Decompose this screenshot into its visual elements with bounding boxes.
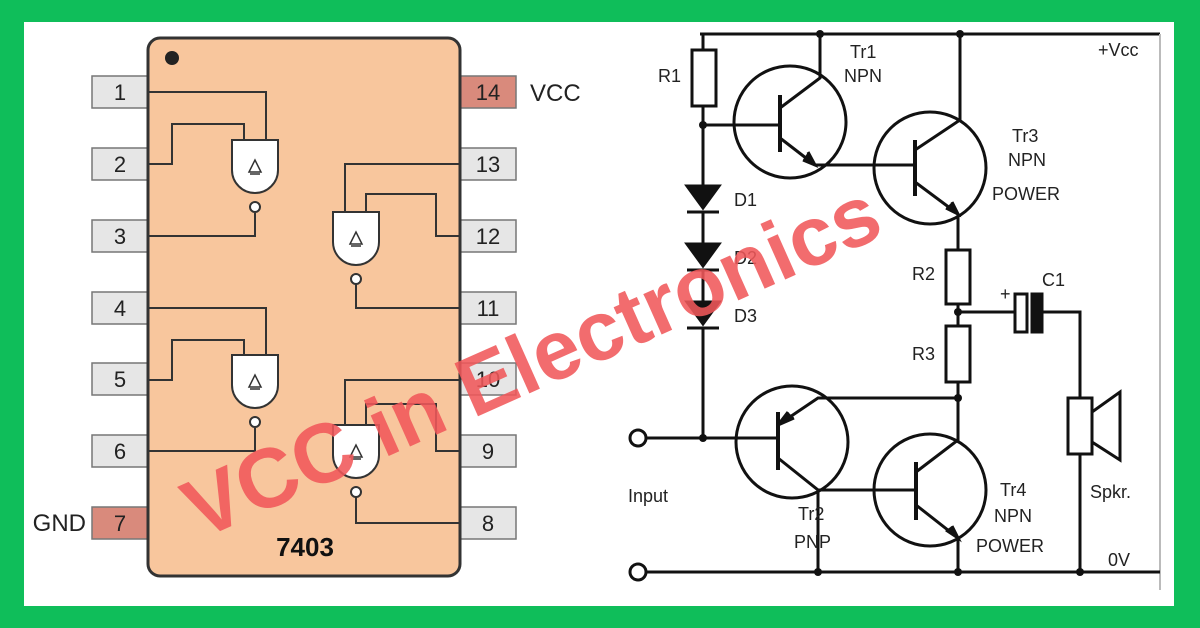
pin-3: 3 — [91, 219, 149, 253]
svg-text:2: 2 — [114, 152, 126, 177]
d3-label: D3 — [734, 306, 757, 326]
nand-gate-4 — [332, 424, 380, 498]
input-label: Input — [628, 486, 668, 506]
pin-1: 1 — [91, 75, 149, 109]
svg-text:9: 9 — [482, 439, 494, 464]
nand-gate-2 — [332, 211, 380, 285]
pin-13: 13 — [459, 147, 517, 181]
tr3-type: NPN — [1008, 150, 1046, 170]
pin-4: 4 — [91, 291, 149, 325]
capacitor-c1 — [1013, 292, 1029, 334]
tr2-type: PNP — [794, 532, 831, 552]
tr1-label: Tr1 — [850, 42, 876, 62]
ground-terminal — [628, 562, 648, 582]
svg-text:7: 7 — [114, 511, 126, 536]
tr3-power: POWER — [992, 184, 1060, 204]
d1-label: D1 — [734, 190, 757, 210]
pin-12: 12 — [459, 219, 517, 253]
tr4-type: NPN — [994, 506, 1032, 526]
resistor-r2 — [944, 248, 972, 306]
svg-text:11: 11 — [477, 296, 500, 321]
tr3-label: Tr3 — [1012, 126, 1038, 146]
pin-8: 8 — [459, 506, 517, 540]
diode-d2 — [684, 242, 722, 302]
r3-label: R3 — [912, 344, 935, 364]
svg-text:10: 10 — [476, 367, 500, 392]
r1-label: R1 — [658, 66, 681, 86]
chip-wiring — [148, 91, 460, 524]
tr1-type: NPN — [844, 66, 882, 86]
gnd-label: GND — [33, 510, 86, 537]
tr2-label: Tr2 — [798, 504, 824, 524]
speaker — [1066, 389, 1122, 572]
pin-7: 7 — [91, 506, 149, 540]
svg-text:14: 14 — [476, 80, 500, 105]
schematic-labels: +Vcc 0V Input R1 R2 R3 C1 + D1 D2 D3 Tr1… — [628, 40, 1139, 570]
ic-7403: 1 2 3 4 5 6 7 14 13 12 11 10 9 8 VCC GND… — [33, 36, 581, 578]
chip-name: 7403 — [276, 532, 334, 562]
resistor-r1 — [690, 48, 718, 108]
pin-6: 6 — [91, 434, 149, 468]
amplifier-schematic — [628, 30, 1161, 590]
resistor-r3 — [944, 324, 972, 384]
vcc-label: VCC — [530, 80, 581, 107]
speaker-label: Spkr. — [1090, 482, 1131, 502]
svg-text:3: 3 — [114, 224, 126, 249]
transistor-tr1 — [732, 64, 848, 180]
supply-label: +Vcc — [1098, 40, 1139, 60]
nand-gate-1 — [231, 139, 279, 213]
svg-text:5: 5 — [114, 367, 126, 392]
junction-dots — [699, 30, 1084, 576]
pin-5: 5 — [91, 362, 149, 396]
d2-label: D2 — [734, 248, 757, 268]
svg-text:13: 13 — [476, 152, 500, 177]
input-terminal — [628, 428, 648, 448]
tr4-power: POWER — [976, 536, 1044, 556]
pin-2: 2 — [91, 147, 149, 181]
pin-14: 14 — [459, 75, 517, 109]
diode-d3 — [684, 300, 722, 438]
transistor-tr3 — [872, 110, 988, 226]
svg-text:1: 1 — [114, 80, 126, 105]
diode-d1 — [684, 172, 722, 244]
pin-10: 10 — [459, 362, 517, 396]
tr4-label: Tr4 — [1000, 480, 1026, 500]
svg-text:12: 12 — [476, 224, 500, 249]
ground-label: 0V — [1108, 550, 1130, 570]
c1-plus-label: + — [1000, 284, 1011, 304]
nand-gate-3 — [231, 354, 279, 428]
svg-text:8: 8 — [482, 511, 494, 536]
svg-text:6: 6 — [114, 439, 126, 464]
svg-text:4: 4 — [114, 296, 126, 321]
r2-label: R2 — [912, 264, 935, 284]
pin1-marker — [165, 51, 179, 65]
transistor-tr2 — [734, 384, 850, 500]
c1-label: C1 — [1042, 270, 1065, 290]
